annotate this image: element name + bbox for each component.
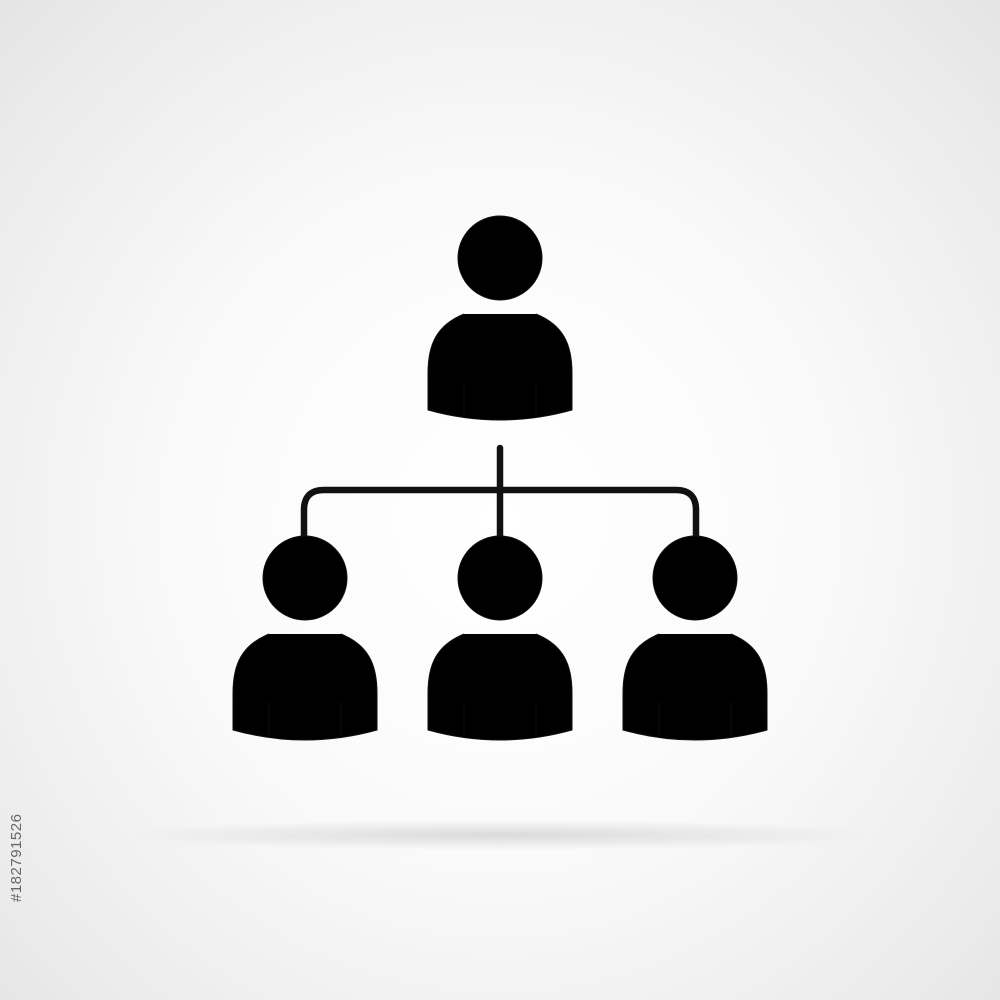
person-bottom-left [232, 535, 378, 741]
horizontal-connector [300, 486, 700, 544]
person-icon [232, 535, 378, 741]
person-top [427, 215, 573, 421]
person-bottom-right [622, 535, 768, 741]
connector-lines [300, 444, 700, 544]
person-bottom-center [427, 535, 573, 741]
person-icon [427, 215, 573, 421]
person-icon [427, 535, 573, 741]
person-icon [622, 535, 768, 741]
ground-shadow [130, 820, 870, 850]
stock-id-label: #182791526 [8, 813, 25, 903]
